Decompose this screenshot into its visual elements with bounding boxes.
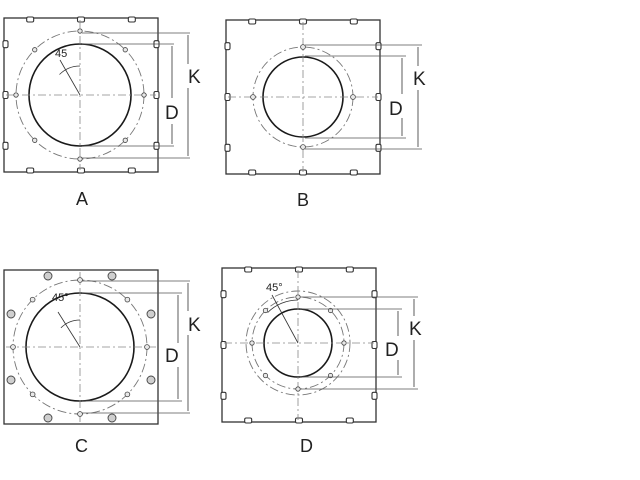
drawing-c: 45° D K C xyxy=(3,269,201,456)
dim-k-label-c: K xyxy=(188,315,201,336)
bolt-hole-d-1 xyxy=(327,307,334,314)
notch-b-top-2 xyxy=(349,18,358,25)
holes-b xyxy=(250,44,356,150)
bolt-hole-b-2 xyxy=(300,144,306,150)
bolt-hole-d-4 xyxy=(295,386,301,392)
bolt-hole-a-7 xyxy=(32,47,38,53)
bolt-hole-a-2 xyxy=(141,92,147,98)
holes-c xyxy=(10,277,150,417)
bolt-hole-a-3 xyxy=(122,137,128,143)
bolt-hole-c-5 xyxy=(29,391,36,398)
drawing-b: D K B xyxy=(224,18,426,210)
notch-a-bottom-2 xyxy=(127,167,136,174)
notch-d-top-2 xyxy=(345,266,354,273)
notch-d-right-0 xyxy=(371,290,378,299)
notch-b-left-2 xyxy=(224,143,231,152)
edge-hole-c-5 xyxy=(146,375,156,385)
bolt-hole-a-6 xyxy=(13,92,19,98)
notches-b xyxy=(224,18,382,176)
bolt-hole-b-0 xyxy=(300,44,306,50)
bolt-hole-d-3 xyxy=(327,372,334,379)
notch-d-left-2 xyxy=(220,391,227,400)
notch-b-left-0 xyxy=(224,42,231,51)
angle-arc-a xyxy=(59,65,81,75)
notch-b-top-0 xyxy=(248,18,257,25)
notch-b-right-0 xyxy=(375,42,382,51)
dim-d-label-b: D xyxy=(389,99,403,120)
bolt-hole-d-7 xyxy=(262,307,269,314)
notch-a-top-0 xyxy=(26,16,35,23)
notch-a-top-1 xyxy=(76,16,86,23)
notch-d-top-1 xyxy=(294,266,304,273)
drawing-a: 45 D K A xyxy=(2,16,201,209)
notch-d-bottom-1 xyxy=(294,417,304,424)
edge-holes-c xyxy=(6,271,156,423)
angle-arc-c xyxy=(60,319,81,329)
bolt-hole-c-7 xyxy=(29,296,36,303)
notch-d-bottom-0 xyxy=(244,417,253,424)
notch-a-top-2 xyxy=(127,16,136,23)
bolt-hole-d-5 xyxy=(262,372,269,379)
notch-a-bottom-1 xyxy=(76,167,86,174)
caption-b: B xyxy=(297,190,309,210)
bolt-hole-c-2 xyxy=(144,344,150,350)
bolt-hole-b-1 xyxy=(350,94,356,100)
holes-d xyxy=(249,294,347,392)
edge-hole-c-1 xyxy=(107,271,117,281)
caption-c: C xyxy=(75,436,88,456)
notch-d-right-2 xyxy=(371,391,378,400)
dim-d-label-d: D xyxy=(385,340,399,361)
notch-d-bottom-2 xyxy=(345,417,354,424)
edge-hole-c-0 xyxy=(43,271,53,281)
holes-a xyxy=(13,28,147,162)
bolt-hole-a-0 xyxy=(77,28,83,34)
notch-b-bottom-0 xyxy=(248,169,257,176)
caption-a: A xyxy=(76,189,88,209)
notch-b-right-2 xyxy=(375,143,382,152)
notch-a-left-2 xyxy=(2,141,9,150)
bolt-hole-c-3 xyxy=(124,391,131,398)
bolt-hole-d-6 xyxy=(249,340,255,346)
dim-k-label-d: K xyxy=(409,319,422,340)
bolt-hole-b-3 xyxy=(250,94,256,100)
bolt-hole-c-6 xyxy=(10,344,16,350)
angle-pointer-c xyxy=(57,311,81,348)
dim-d-label-a: D xyxy=(165,103,179,124)
bolt-hole-d-0 xyxy=(295,294,301,300)
edge-hole-c-3 xyxy=(146,309,156,319)
angle-label-c: 45° xyxy=(52,292,69,304)
caption-d: D xyxy=(300,436,313,456)
dim-d-label-c: D xyxy=(165,346,179,367)
angle-pointer-d xyxy=(271,294,299,344)
angle-arc-d xyxy=(267,299,299,313)
notch-d-left-1 xyxy=(220,340,227,350)
edge-hole-c-6 xyxy=(43,413,53,423)
angle-label-a: 45 xyxy=(55,48,67,60)
bolt-hole-c-0 xyxy=(77,277,83,283)
bolt-hole-c-1 xyxy=(124,296,131,303)
notches-d xyxy=(220,266,378,424)
angle-label-d: 45° xyxy=(266,282,283,294)
notch-d-right-1 xyxy=(371,340,378,350)
bolt-hole-d-2 xyxy=(341,340,347,346)
bolt-hole-a-5 xyxy=(32,137,38,143)
edge-hole-c-4 xyxy=(6,375,16,385)
dim-k-label-b: K xyxy=(413,69,426,90)
edge-hole-c-7 xyxy=(107,413,117,423)
bolt-hole-a-1 xyxy=(122,47,128,53)
dim-k-label-a: K xyxy=(188,67,201,88)
notch-b-bottom-2 xyxy=(349,169,358,176)
notch-d-left-0 xyxy=(220,290,227,299)
notch-a-left-0 xyxy=(2,40,9,49)
bolt-hole-c-4 xyxy=(77,411,83,417)
bolt-hole-a-4 xyxy=(77,156,83,162)
edge-hole-c-2 xyxy=(6,309,16,319)
notch-d-top-0 xyxy=(244,266,253,273)
notch-a-bottom-0 xyxy=(26,167,35,174)
angle-pointer-a xyxy=(59,59,81,96)
drawing-d: 45° D K D xyxy=(220,266,422,456)
